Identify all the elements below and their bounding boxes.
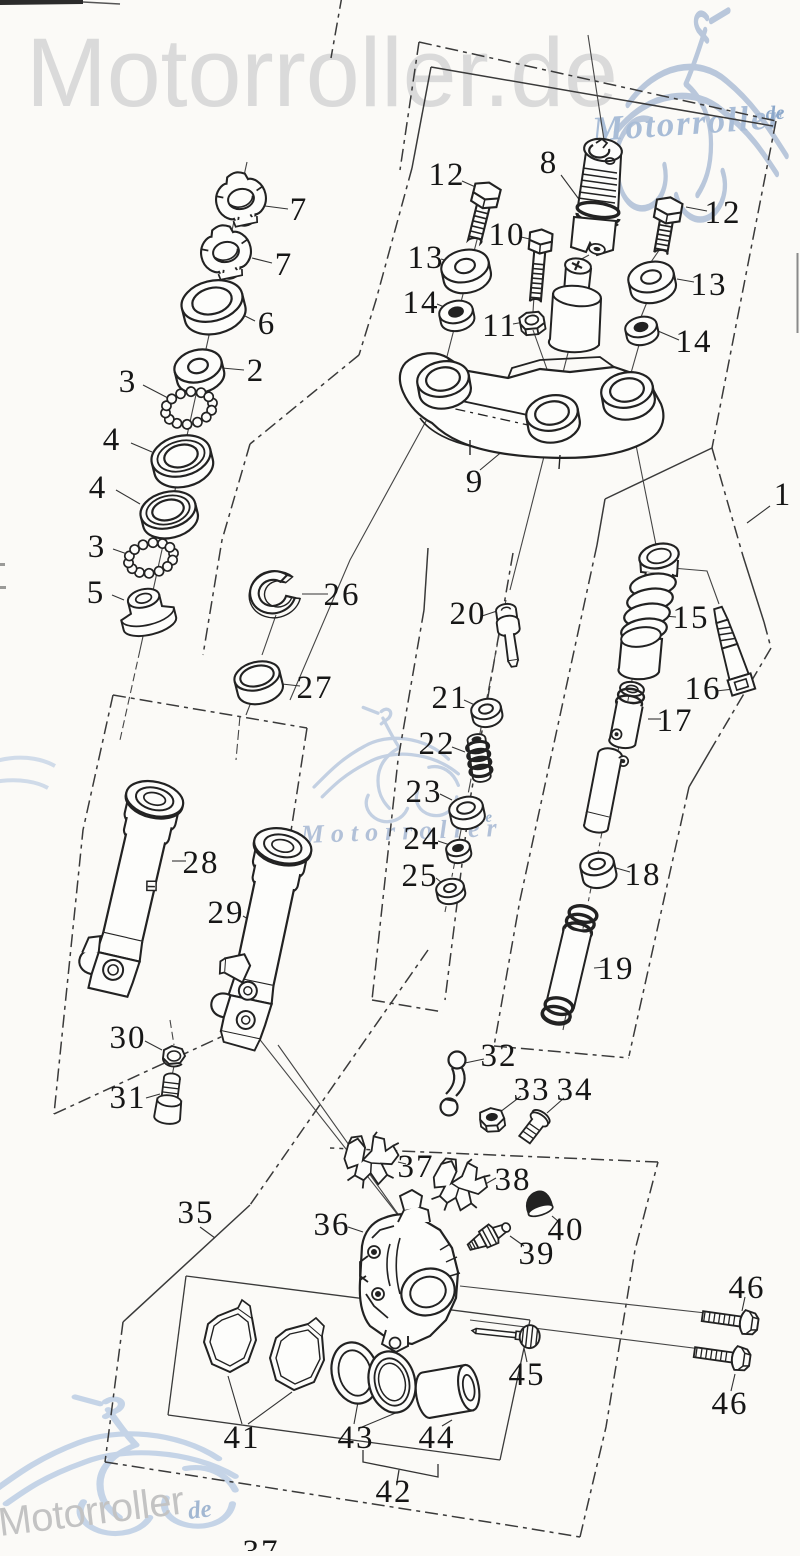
svg-text:6: 6 <box>258 306 277 342</box>
svg-text:18: 18 <box>625 857 662 893</box>
svg-text:de: de <box>765 102 785 125</box>
svg-text:28: 28 <box>183 845 220 881</box>
svg-text:23: 23 <box>406 774 443 810</box>
svg-text:8: 8 <box>540 145 559 181</box>
svg-text:3: 3 <box>119 364 138 400</box>
svg-text:27: 27 <box>297 670 334 706</box>
svg-text:45: 45 <box>509 1357 546 1393</box>
svg-text:33: 33 <box>514 1072 551 1108</box>
svg-text:43: 43 <box>338 1420 375 1456</box>
svg-text:de: de <box>186 1495 213 1525</box>
svg-text:19: 19 <box>598 951 635 987</box>
svg-text:3: 3 <box>88 529 107 565</box>
svg-text:38: 38 <box>495 1162 532 1198</box>
svg-text:37: 37 <box>243 1534 280 1551</box>
svg-text:13: 13 <box>408 240 445 276</box>
svg-text:25: 25 <box>402 858 439 894</box>
svg-text:30: 30 <box>110 1020 147 1056</box>
svg-text:31: 31 <box>110 1080 147 1116</box>
svg-text:4: 4 <box>103 422 122 458</box>
svg-text:15: 15 <box>673 600 710 636</box>
svg-text:10: 10 <box>489 217 526 253</box>
svg-text:35: 35 <box>178 1195 215 1231</box>
svg-text:37: 37 <box>398 1149 435 1185</box>
svg-text:2: 2 <box>247 353 266 389</box>
svg-text:46: 46 <box>712 1386 749 1422</box>
svg-text:42: 42 <box>376 1474 413 1510</box>
svg-text:14: 14 <box>403 285 440 321</box>
svg-text:26: 26 <box>324 577 361 613</box>
svg-text:5: 5 <box>87 575 106 611</box>
svg-text:36: 36 <box>314 1207 351 1243</box>
svg-text:11: 11 <box>482 308 518 344</box>
svg-text:16: 16 <box>685 671 722 707</box>
svg-text:39: 39 <box>519 1236 556 1272</box>
svg-text:20: 20 <box>450 596 487 632</box>
svg-text:7: 7 <box>275 247 294 283</box>
svg-text:9: 9 <box>466 464 485 500</box>
svg-text:4: 4 <box>89 470 108 506</box>
svg-text:13: 13 <box>691 267 728 303</box>
svg-text:24: 24 <box>404 821 441 857</box>
svg-text:34: 34 <box>557 1072 594 1108</box>
svg-text:44: 44 <box>419 1420 456 1456</box>
svg-text:46: 46 <box>729 1270 766 1306</box>
svg-text:17: 17 <box>657 703 694 739</box>
svg-text:1: 1 <box>774 477 793 513</box>
svg-text:22: 22 <box>419 726 456 762</box>
svg-text:41: 41 <box>224 1420 261 1456</box>
svg-text:40: 40 <box>548 1212 585 1248</box>
svg-text:7: 7 <box>290 192 309 228</box>
svg-text:12: 12 <box>705 195 742 231</box>
svg-text:29: 29 <box>208 895 245 931</box>
svg-text:32: 32 <box>481 1038 518 1074</box>
svg-text:14: 14 <box>676 324 713 360</box>
svg-text:12: 12 <box>429 157 466 193</box>
svg-text:21: 21 <box>432 680 469 716</box>
svg-text:Motorroller.de: Motorroller.de <box>26 18 618 127</box>
